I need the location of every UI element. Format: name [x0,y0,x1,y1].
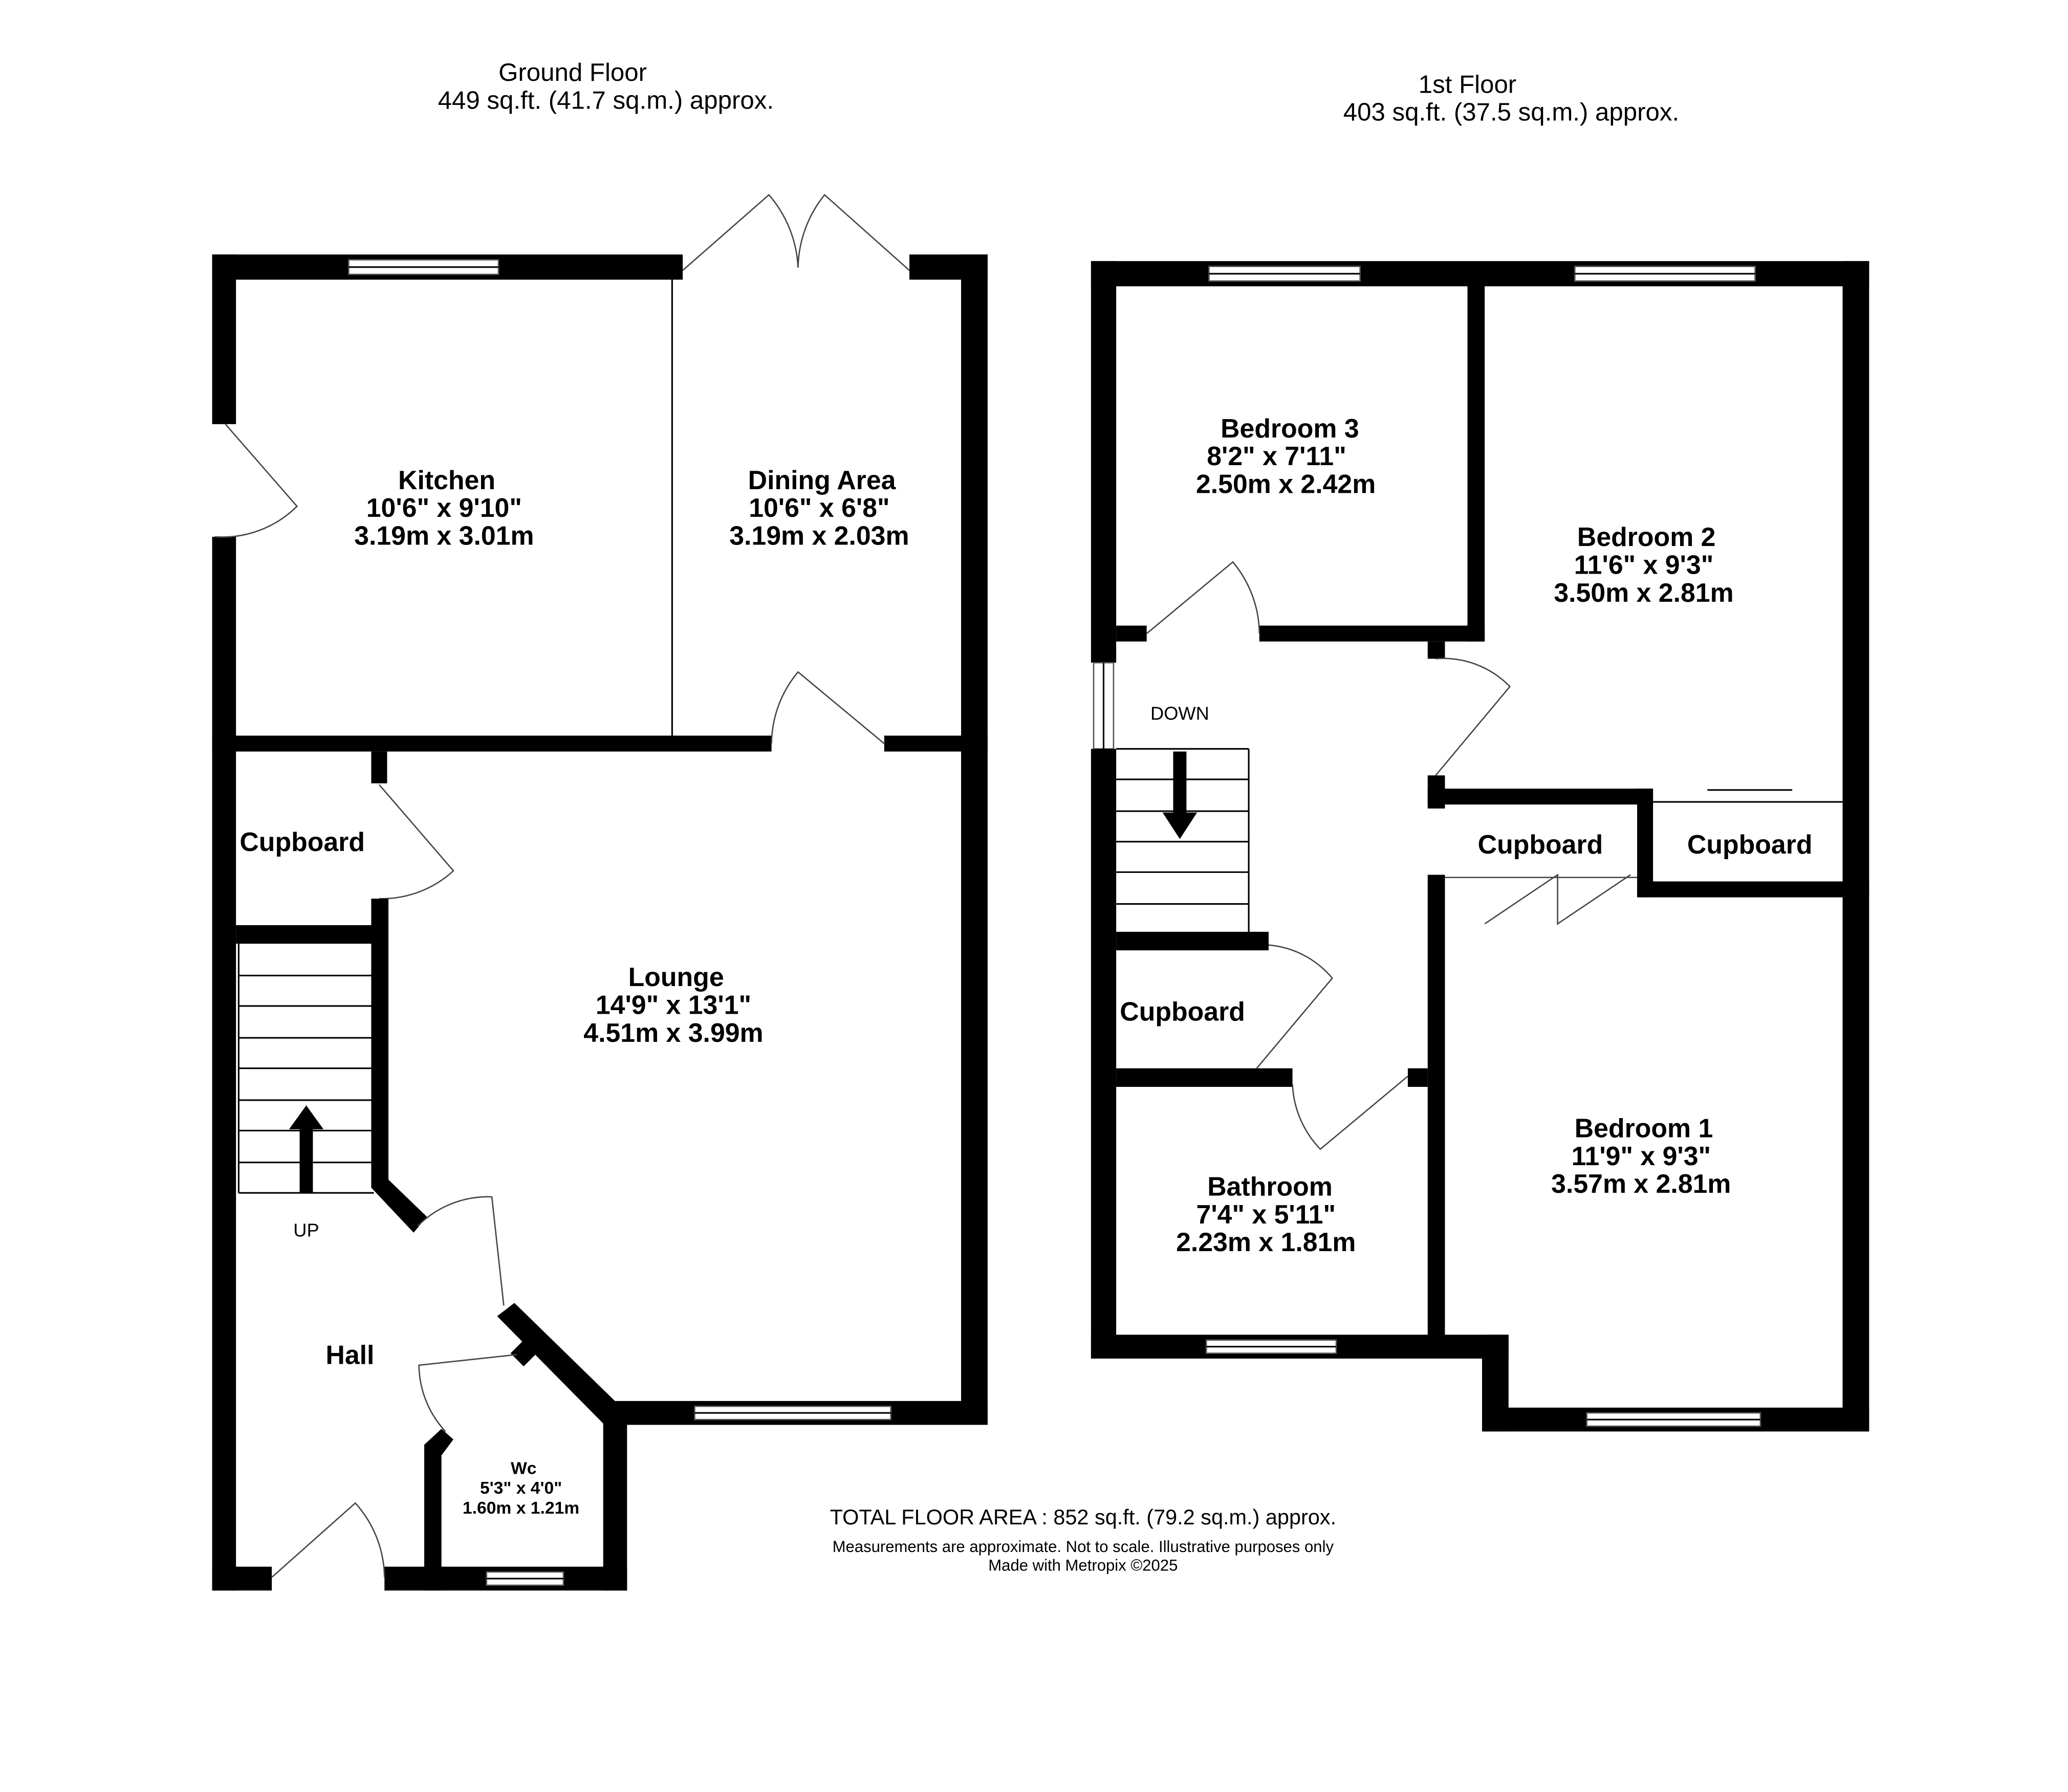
svg-text:1.60m x 1.21m: 1.60m x 1.21m [463,1499,579,1518]
arrow-up-icon [289,1105,324,1129]
total-floor-area: TOTAL FLOOR AREA : 852 sq.ft. (79.2 sq.m… [830,1505,1337,1529]
ground-floor-area: 449 sq.ft. (41.7 sq.m.) approx. [438,86,774,114]
stairs-down-label: DOWN [1150,703,1209,724]
svg-text:Bedroom 1: Bedroom 1 [1575,1113,1713,1143]
room-wc: Wc 5'3" x 4'0" 1.60m x 1.21m [463,1459,579,1518]
room-cupboard-a: Cupboard [1478,829,1603,859]
svg-text:Bedroom 2: Bedroom 2 [1577,522,1716,552]
bifold-door [1484,873,1631,925]
svg-text:3.50m x 2.81m: 3.50m x 2.81m [1554,578,1733,607]
svg-text:Kitchen: Kitchen [398,465,495,495]
svg-text:Dining Area: Dining Area [748,465,897,495]
stairs-up-label: UP [293,1220,319,1241]
french-doors [682,193,910,271]
lounge-dining-door [771,671,885,745]
first-floor-plan: DOWN [1091,261,1869,1432]
svg-text:3.19m x 2.03m: 3.19m x 2.03m [729,521,909,551]
svg-text:2.50m x 2.42m: 2.50m x 2.42m [1196,469,1376,499]
room-dining-area: Dining Area 10'6" x 6'8" 3.19m x 2.03m [729,465,909,551]
svg-text:3.19m x 3.01m: 3.19m x 3.01m [354,521,534,551]
svg-text:8'2" x 7'11": 8'2" x 7'11" [1207,441,1346,471]
room-cupboard-c: Cupboard [1120,996,1245,1026]
svg-text:14'9" x 13'1": 14'9" x 13'1" [596,990,751,1020]
room-cupboard: Cupboard [240,827,365,857]
bathroom-door [1292,1076,1408,1150]
room-hall: Hall [325,1340,374,1369]
ground-floor-title: Ground Floor [498,58,647,86]
room-lounge: Lounge 14'9" x 13'1" 4.51m x 3.99m [583,962,763,1047]
svg-text:Bedroom 3: Bedroom 3 [1221,413,1359,443]
ground-floor-plan: UP [212,193,988,1591]
room-cupboard-b: Cupboard [1687,829,1813,859]
bedroom3-door [1146,561,1260,635]
arrow-down-icon [1162,812,1198,839]
svg-text:7'4" x 5'11": 7'4" x 5'11" [1196,1199,1336,1229]
disclaimer: Measurements are approximate. Not to sca… [833,1538,1334,1556]
stairs-up [237,944,374,1194]
svg-text:Bathroom: Bathroom [1207,1171,1333,1201]
svg-text:3.57m x 2.81m: 3.57m x 2.81m [1551,1169,1731,1198]
svg-text:11'9" x 9'3": 11'9" x 9'3" [1572,1141,1711,1171]
bedroom2-door [1435,658,1511,776]
svg-text:11'6" x 9'3": 11'6" x 9'3" [1574,550,1714,580]
svg-text:10'6" x 6'8": 10'6" x 6'8" [749,493,889,522]
first-floor-title: 1st Floor [1419,70,1516,98]
svg-text:Wc: Wc [511,1459,536,1478]
svg-text:4.51m x 3.99m: 4.51m x 3.99m [583,1018,763,1047]
side-door [214,424,298,538]
room-bathroom: Bathroom 7'4" x 5'11" 2.23m x 1.81m [1176,1171,1356,1257]
room-bedroom-3: Bedroom 3 8'2" x 7'11" 2.50m x 2.42m [1196,413,1376,499]
front-door [271,1502,385,1578]
first-floor-area: 403 sq.ft. (37.5 sq.m.) approx. [1343,98,1679,126]
svg-text:5'3" x 4'0": 5'3" x 4'0" [480,1479,562,1498]
room-bedroom-1: Bedroom 1 11'9" x 9'3" 3.57m x 2.81m [1551,1113,1731,1198]
room-bedroom-2: Bedroom 2 11'6" x 9'3" 3.50m x 2.81m [1554,522,1733,607]
wc-door [418,1353,517,1432]
room-kitchen: Kitchen 10'6" x 9'10" 3.19m x 3.01m [354,465,534,551]
credit: Made with Metropix ©2025 [988,1556,1178,1574]
svg-text:Lounge: Lounge [628,962,724,992]
stairs-down [1116,748,1250,935]
svg-text:10'6" x 9'10": 10'6" x 9'10" [366,493,522,522]
svg-text:2.23m x 1.81m: 2.23m x 1.81m [1176,1227,1356,1257]
